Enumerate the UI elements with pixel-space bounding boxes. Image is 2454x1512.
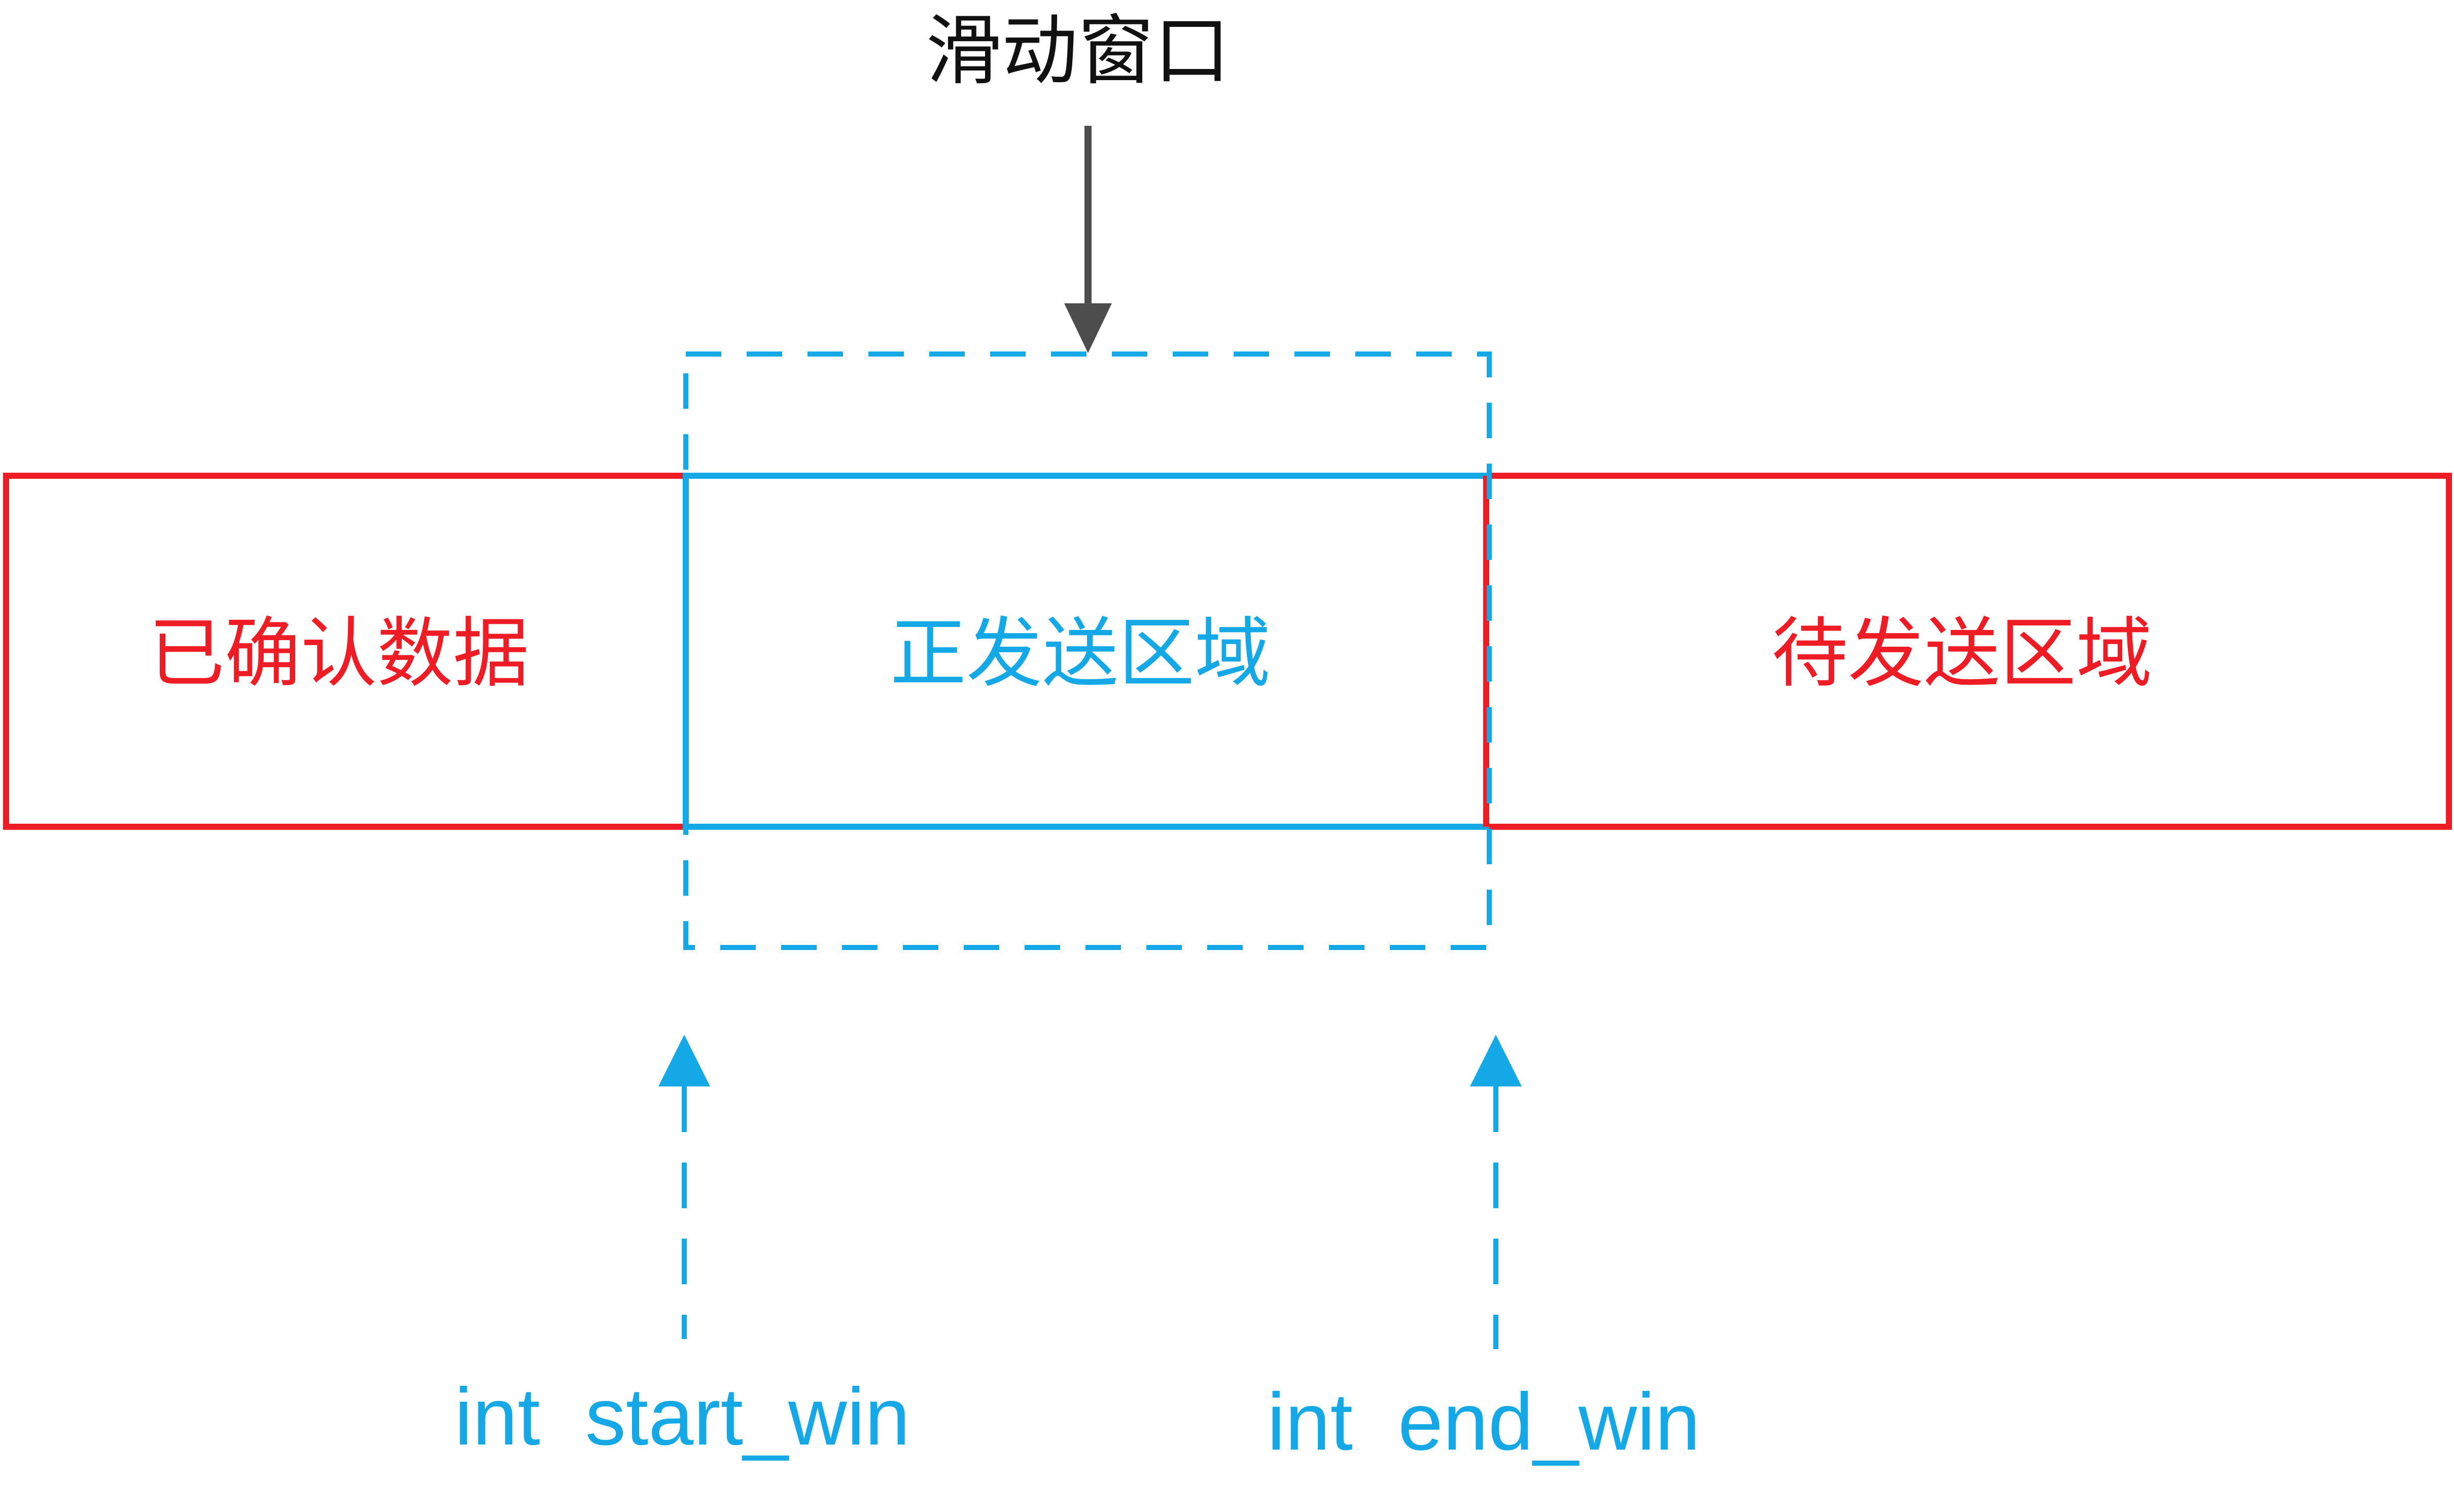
pending-region-label: 待发送区域: [1772, 610, 2152, 698]
sending-region-label: 正发送区域: [890, 610, 1271, 698]
end-win-label: int end_win: [1267, 1376, 1700, 1467]
acknowledged-region-label: 已确认数据: [149, 610, 529, 698]
diagram-title: 滑动窗口: [926, 7, 1230, 95]
start-win-pointer: [658, 1035, 710, 1339]
title-arrow: [1064, 126, 1112, 353]
end-win-pointer: [1470, 1035, 1522, 1349]
start-win-label: int start_win: [454, 1371, 910, 1462]
sliding-window-dashed-box: [683, 351, 1492, 950]
